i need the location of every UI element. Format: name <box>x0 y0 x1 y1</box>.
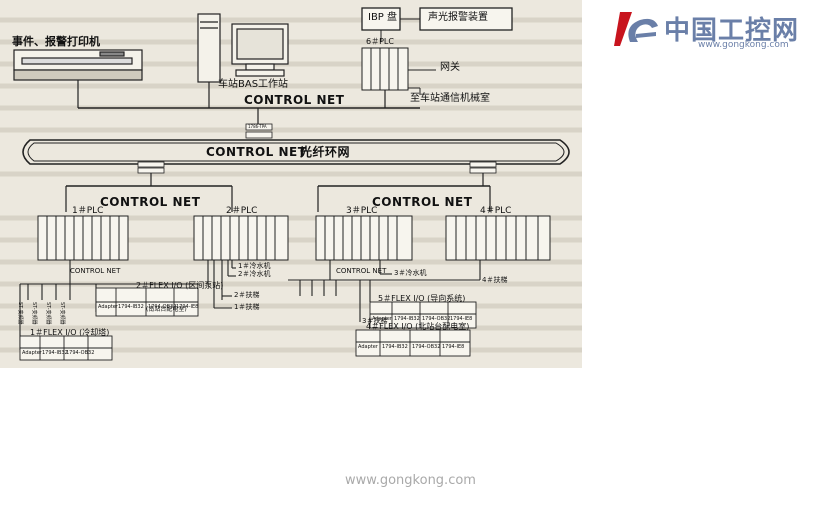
fiber-ring-label: 光纤环网 <box>300 145 351 159</box>
escalator-2-label: 2＃扶梯 <box>234 291 260 299</box>
flex5-box <box>369 301 477 329</box>
system-architecture-diagram <box>0 7 582 361</box>
tap-label-top: 1786-TPA <box>248 124 267 129</box>
plc4-label: 4＃PLC <box>480 206 512 216</box>
escalator-4-label: 4＃扶梯 <box>482 276 508 284</box>
flex1-adapter: Adapter <box>22 350 42 356</box>
flex1-label: 1＃FLEX I/O (冷却塔) <box>30 328 110 337</box>
south-station-label: (南站台配电室) <box>146 306 187 313</box>
chiller-2-label: 2＃冷水机 <box>238 270 271 278</box>
ibp-label: IBP 盘 <box>368 12 398 23</box>
flex5-module-b: 1794-OB32 <box>422 316 451 322</box>
plc4-rack <box>445 215 551 261</box>
plc2-label: 2＃PLC <box>226 206 258 216</box>
plc2-rack <box>193 215 289 261</box>
escalator-3-label: 3＃扶梯 <box>362 317 388 325</box>
flex2-module-b: 1794-OB32 <box>148 304 177 310</box>
comm-room-label: 至车站通信机械室 <box>410 93 490 104</box>
gongkong-logo-mark <box>614 12 658 46</box>
plc6-rack <box>361 47 409 91</box>
footer-watermark-url: www.gongkong.com <box>345 473 476 488</box>
vfd-label-2: ST-变频器 <box>31 302 37 325</box>
plc1-rack <box>37 215 129 261</box>
control-net-bottom-left-label: CONTROL NET <box>100 195 201 209</box>
flex5-module-a: 1794-IB32 <box>394 316 420 322</box>
vfd-label-1: ST-变频器 <box>17 302 23 325</box>
control-net-ring-label: CONTROL NET <box>206 145 307 159</box>
scanned-diagram: 事件、报警打印机 车站BAS工作站 IBP 盘 声光报警装置 6＃PLC 网关 … <box>0 0 582 368</box>
plc6-label: 6＃PLC <box>366 37 394 46</box>
control-net-top-label: CONTROL NET <box>244 93 345 107</box>
flex4-module-a: 1794-IB32 <box>382 344 408 350</box>
vfd-label-3: ST-变频器 <box>45 302 51 325</box>
logo-url: www.gongkong.com <box>698 40 789 50</box>
alarm-label: 声光报警装置 <box>428 12 488 23</box>
flex4-module-c: 1794-IE8 <box>442 344 465 350</box>
printer-label: 事件、报警打印机 <box>12 35 100 48</box>
flex5-module-c: 1794-IE8 <box>450 316 473 322</box>
flex2-label: 2＃FLEX I/O (区间泵站) <box>136 281 224 290</box>
flex4-box <box>355 329 471 357</box>
plc3-rack <box>315 215 413 261</box>
flex1-module-b: 1794-OB32 <box>66 350 95 356</box>
logo-text: 中国工控网 <box>664 16 800 46</box>
escalator-1-label: 1＃扶梯 <box>234 303 260 311</box>
chiller-1-label: 1＃冷水机 <box>238 262 271 270</box>
printer-icon <box>13 49 143 81</box>
flex5-label: 5＃FLEX I/O (导向系统) <box>378 294 466 303</box>
flex4-label: 4＃FLEX I/O (北站台配电室) <box>366 322 470 331</box>
gongkong-logo: 中国工控网 www.gongkong.com <box>612 8 817 50</box>
flex4-adapter: Adapter <box>358 344 378 350</box>
control-net-small-left: CONTROL NET <box>70 267 121 275</box>
control-net-bottom-right-label: CONTROL NET <box>372 195 473 209</box>
plc1-label: 1＃PLC <box>72 206 104 216</box>
flex2-box <box>95 287 199 317</box>
flex2-module-c: 1794-IE8 <box>176 304 199 310</box>
chiller-3-label: 3＃冷水机 <box>394 269 427 277</box>
control-net-small-right: CONTROL NET <box>336 267 387 275</box>
flex1-box <box>19 335 113 361</box>
vfd-label-4: ST-变频器 <box>59 302 65 325</box>
flex1-module-a: 1794-IB32 <box>42 350 68 356</box>
fiber-ring <box>22 139 570 165</box>
flex4-module-b: 1794-OB32 <box>412 344 441 350</box>
flex5-adapter: Adapter <box>372 316 392 322</box>
workstation-label: 车站BAS工作站 <box>218 79 289 90</box>
workstation-icon <box>197 13 289 83</box>
plc3-label: 3＃PLC <box>346 206 378 216</box>
gateway-label: 网关 <box>440 62 460 73</box>
flex2-module-a: 1794-IB32 <box>118 304 144 310</box>
flex2-adapter: Adapter <box>98 304 118 310</box>
